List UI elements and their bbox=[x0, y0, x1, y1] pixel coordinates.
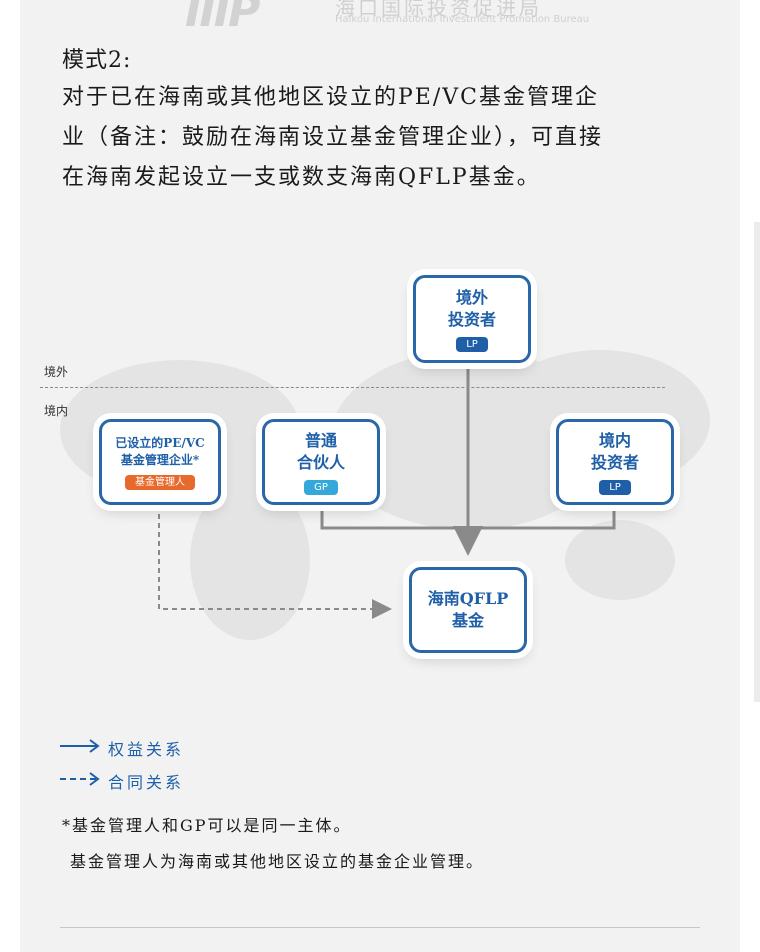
bottom-divider bbox=[60, 927, 700, 928]
logo-mark: IIIP bbox=[185, 0, 260, 37]
gp-badge: GP bbox=[304, 479, 338, 495]
node-qflp-fund-title: 海南QFLP 基金 bbox=[427, 589, 509, 630]
equity-line-gp bbox=[320, 504, 468, 530]
node-domestic-investor: 境内 投资者 LP bbox=[556, 419, 674, 505]
mode-heading: 模式2: bbox=[62, 48, 132, 73]
intro-line: 业（备注：鼓励在海南设立基金管理企业），可直接 bbox=[62, 125, 604, 150]
intro-line: 对于已在海南或其他地区设立的PE/VC基金管理企 bbox=[62, 85, 599, 110]
intro-paragraph: 对于已在海南或其他地区设立的PE/VC基金管理企 业（备注：鼓励在海南设立基金管… bbox=[62, 78, 702, 198]
logo-english-name: Haikou International Investment Promotio… bbox=[335, 14, 590, 25]
node-foreign-investor-title: 境外 投资者 bbox=[447, 287, 496, 329]
lp-badge: LP bbox=[599, 479, 631, 495]
node-general-partner: 普通 合伙人 GP bbox=[262, 419, 380, 505]
dashed-arrow-icon bbox=[60, 772, 100, 786]
equity-line-domestic-lp bbox=[468, 504, 616, 530]
lp-badge: LP bbox=[456, 336, 488, 352]
fund-manager-badge: 基金管理人 bbox=[125, 474, 195, 490]
intro-line: 在海南发起设立一支或数支海南QFLP基金。 bbox=[62, 165, 541, 190]
footnote-line-1: *基金管理人和GP可以是同一主体。 bbox=[62, 816, 352, 835]
region-onshore-label: 境内 bbox=[44, 404, 69, 418]
node-general-partner-title: 普通 合伙人 bbox=[296, 430, 345, 472]
solid-arrow-icon bbox=[60, 739, 100, 753]
contract-line-manager bbox=[158, 505, 392, 619]
legend-contract-label: 合同关系 bbox=[108, 773, 185, 792]
node-domestic-investor-title: 境内 投资者 bbox=[590, 430, 639, 472]
node-fund-manager-title: 已设立的PE/VC 基金管理企业* bbox=[115, 435, 205, 467]
header-logo: IIIP 海口国际投资促进局 Haikou International Inve… bbox=[185, 0, 605, 44]
node-foreign-investor: 境外 投资者 LP bbox=[413, 275, 531, 363]
node-fund-manager: 已设立的PE/VC 基金管理企业* 基金管理人 bbox=[99, 419, 221, 505]
legend-equity-label: 权益关系 bbox=[108, 740, 185, 759]
node-qflp-fund: 海南QFLP 基金 bbox=[409, 567, 527, 653]
logo-chinese-name: 海口国际投资促进局 bbox=[335, 0, 542, 20]
region-offshore-label: 境外 bbox=[44, 365, 69, 379]
edge-bar bbox=[754, 222, 760, 702]
footnote-line-2: 基金管理人为海南或其他地区设立的基金企业管理。 bbox=[70, 852, 485, 871]
region-divider bbox=[40, 387, 665, 388]
